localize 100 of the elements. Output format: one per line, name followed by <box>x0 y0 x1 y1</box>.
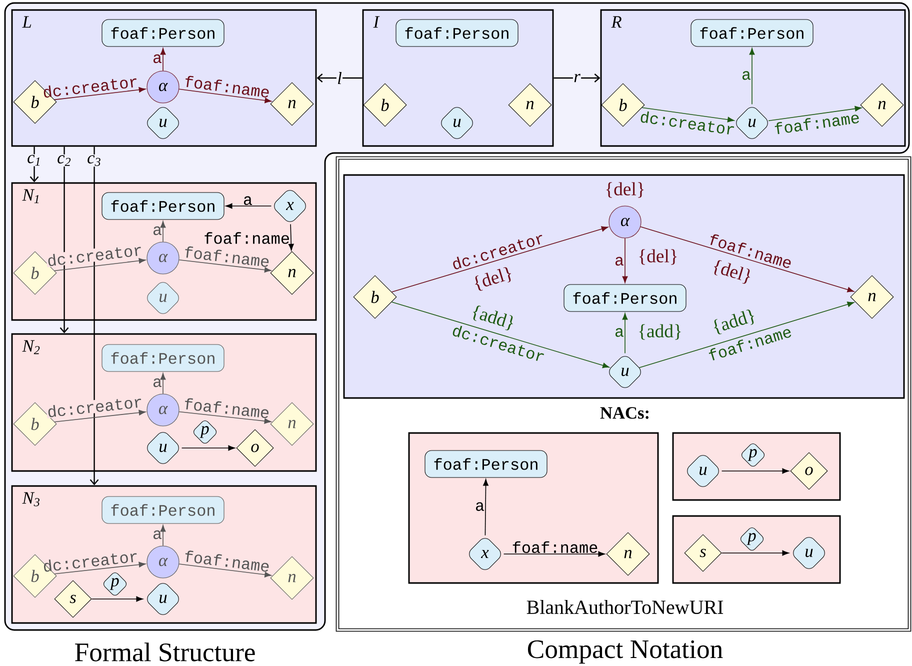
rounded-diamond-node: x <box>469 538 501 570</box>
annotation: {del} <box>639 249 677 265</box>
diamond-node: n <box>270 402 314 446</box>
edge-label: a <box>153 530 162 540</box>
arrow <box>316 74 362 82</box>
edge-label: a <box>153 226 162 236</box>
diamond-node: s <box>54 580 92 618</box>
diamond-node: n <box>860 83 904 127</box>
section-heading: NACs: <box>600 407 648 419</box>
annotation: {del} <box>475 267 511 291</box>
class-node: foaf:Person <box>102 344 224 372</box>
arrow <box>60 146 69 334</box>
rounded-diamond-node: u <box>687 455 719 487</box>
diamond-node: n <box>270 82 314 126</box>
edge-label: foaf:name <box>774 114 859 134</box>
arrow <box>178 564 272 578</box>
diamond-node: b <box>363 83 407 127</box>
edge-label: a <box>153 378 162 388</box>
arrow <box>639 302 854 368</box>
edge-label: c$_{3}$ <box>86 154 102 167</box>
arrow <box>91 596 143 602</box>
arrow <box>749 48 755 105</box>
edge-label: foaf:name <box>185 246 269 267</box>
rounded-diamond-node: u <box>441 107 473 139</box>
rounded-diamond-node: u <box>147 282 179 314</box>
class-node: foaf:Person <box>396 19 518 47</box>
diamond-node: n <box>508 83 552 127</box>
edge-label: a <box>476 502 484 511</box>
arrow <box>160 525 166 546</box>
arrow <box>554 74 600 82</box>
class-node: foaf:Person <box>102 192 224 220</box>
arrow <box>721 550 789 556</box>
edge-label: a <box>615 256 624 266</box>
panel-caption: Compact Notation <box>528 640 723 664</box>
class-node: foaf:Person <box>564 284 686 312</box>
class-node: foaf:Person <box>102 496 224 524</box>
rule-name: BlankAuthorToNewURI <box>526 600 724 614</box>
diamond-node: o <box>236 429 274 467</box>
arrow <box>640 226 854 292</box>
panel-caption: Formal Structure <box>75 642 255 662</box>
arrow <box>54 562 146 574</box>
arrow <box>721 468 789 474</box>
diamond-node: n <box>270 556 314 600</box>
circle-node: α <box>146 70 180 104</box>
edge-label: a <box>153 54 162 64</box>
circle-node: α <box>146 546 180 578</box>
rounded-diamond-node: u <box>736 107 768 139</box>
edge-label: foaf:name <box>185 398 268 418</box>
arrow <box>160 48 166 72</box>
rounded-diamond-node: u <box>147 432 179 464</box>
arrow <box>54 258 146 272</box>
arrow <box>503 551 605 557</box>
arrow <box>622 313 628 354</box>
class-node: foaf:Person <box>424 450 548 478</box>
arrow <box>178 88 272 104</box>
diamond-node: n <box>606 532 650 576</box>
rounded-diamond-node: u <box>147 107 179 139</box>
arrow <box>391 226 608 292</box>
circle-node: α <box>146 394 180 426</box>
diamond-node: n <box>270 251 314 295</box>
edge-label: foaf:name <box>185 550 269 572</box>
rounded-diamond-node: u <box>793 537 825 569</box>
annotation: {add} <box>639 324 681 340</box>
arrow <box>30 146 39 182</box>
arrow <box>181 445 235 451</box>
arrow <box>178 411 272 424</box>
arrow <box>483 479 488 536</box>
annotation: {del} <box>606 182 644 198</box>
edge-label: dc:creator <box>46 242 144 268</box>
circle-node: α <box>146 242 180 274</box>
edge-label: foaf:name <box>512 541 598 554</box>
edge-label: a <box>742 71 751 80</box>
edge-label: foaf:name <box>204 232 289 244</box>
circle-node: α <box>608 206 642 238</box>
arrow <box>288 224 294 251</box>
class-node: foaf:Person <box>102 19 224 47</box>
edge-label: c$_{2}$ <box>56 154 72 167</box>
graph-box <box>343 174 905 399</box>
diamond-node: s <box>684 534 722 572</box>
edge-label: foaf:name <box>186 76 269 98</box>
class-node: foaf:Person <box>690 19 814 47</box>
edge-label: dc:creator <box>46 394 144 418</box>
rounded-diamond-node: u <box>147 583 179 615</box>
arrow <box>160 373 166 394</box>
diamond-node: o <box>790 452 828 490</box>
diamond-node: n <box>850 275 894 319</box>
diamond-node: b <box>353 275 397 319</box>
edge-label: a <box>244 196 252 206</box>
edge-label: c$_{1}$ <box>26 154 42 166</box>
arrow <box>226 203 272 209</box>
arrow <box>622 238 628 283</box>
edge-label: a <box>615 328 624 337</box>
arrow <box>391 302 610 368</box>
rounded-diamond-node: x <box>274 190 306 222</box>
arrow <box>54 410 146 422</box>
arrow <box>642 107 734 122</box>
rounded-diamond-node: u <box>609 356 641 388</box>
arrow <box>160 221 166 242</box>
arrow <box>178 259 272 273</box>
arrow <box>90 146 99 486</box>
